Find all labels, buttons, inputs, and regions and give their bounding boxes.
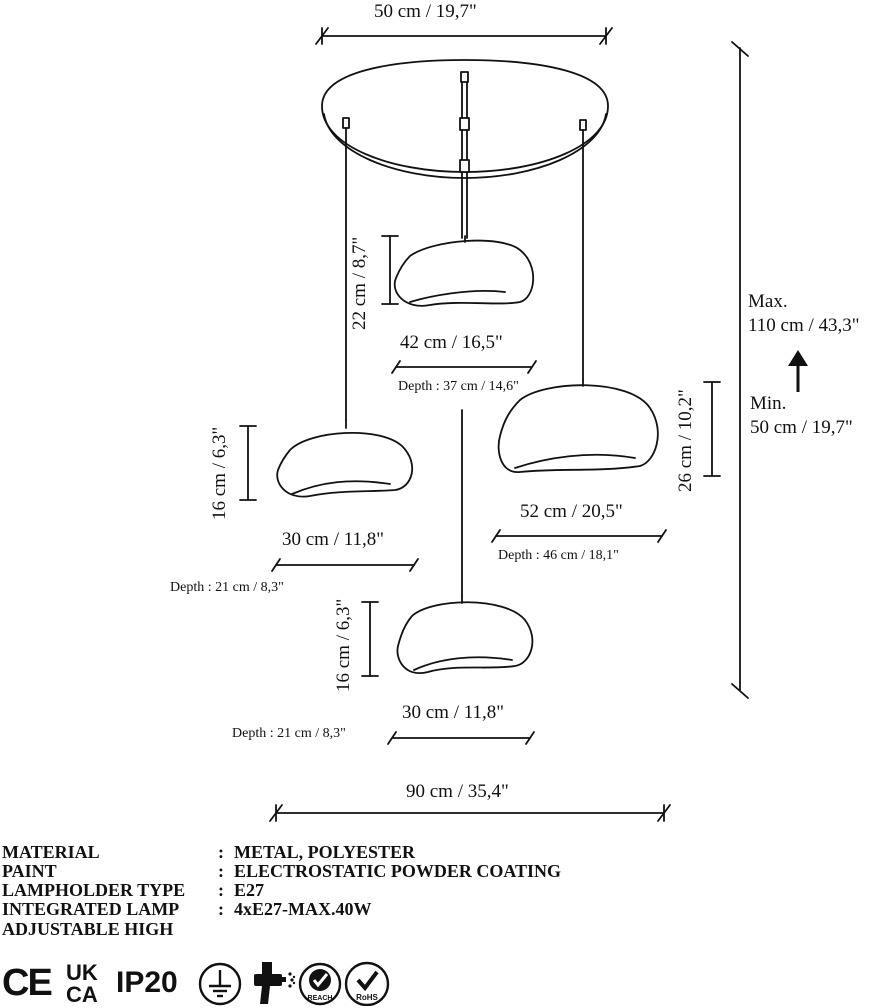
spray-gun-icon [254, 962, 296, 1004]
height-range-dimension-line [731, 41, 749, 699]
ukca-mark-icon: UK CA [66, 960, 98, 1007]
svg-text:RoHS: RoHS [356, 993, 378, 1002]
right-depth-label: Depth : 46 cm / 18,1" [498, 548, 619, 563]
spec-label-lampholder: LAMPHOLDER TYPE [2, 880, 186, 900]
ce-mark-icon: CE [2, 962, 53, 1004]
left-height-dimension-line [239, 425, 257, 501]
spec-separator: : [218, 899, 224, 919]
right-width-label: 52 cm / 20,5" [520, 501, 623, 522]
bottom-height-dimension-line [361, 601, 379, 677]
max-height-value: 110 cm / 43,3" [748, 315, 860, 336]
spec-separator: : [218, 842, 224, 862]
shade-center [393, 235, 535, 307]
spec-label-paint: PAINT [2, 861, 57, 881]
ground-symbol-icon [198, 962, 242, 1006]
canopy-width-dimension-line [315, 27, 613, 45]
bottom-width-label: 30 cm / 11,8" [402, 702, 505, 723]
left-height-label: 16 cm / 6,3" [209, 426, 230, 520]
min-height-value: 50 cm / 19,7" [750, 417, 853, 438]
max-height-label: Max. [748, 291, 788, 312]
bottom-height-label: 16 cm / 6,3" [333, 598, 354, 692]
ceiling-canopy [321, 59, 609, 179]
center-height-dimension-line [381, 235, 399, 305]
right-height-label: 26 cm / 10,2" [675, 389, 696, 492]
spec-label-adjustable-high: ADJUSTABLE HIGH [2, 919, 174, 939]
spec-separator: : [218, 861, 224, 881]
ip20-icon: IP20 [116, 966, 178, 999]
center-width-dimension-line [391, 360, 537, 374]
bottom-width-dimension-line [387, 731, 535, 745]
overall-width-label: 90 cm / 35,4" [406, 781, 509, 802]
canopy-width-label: 50 cm / 19,7" [374, 1, 477, 22]
rohs-check-icon: RoHS [344, 961, 390, 1006]
center-height-label: 22 cm / 8,7" [349, 236, 370, 330]
left-depth-label: Depth : 21 cm / 8,3" [170, 580, 284, 595]
left-width-label: 30 cm / 11,8" [282, 529, 385, 550]
spec-value-integrated-lamp: 4xE27-MAX.40W [234, 899, 372, 919]
shade-right [497, 379, 659, 473]
left-width-dimension-line [271, 558, 419, 572]
spec-value-paint: ELECTROSTATIC POWDER COATING [234, 861, 562, 881]
spec-label-material: MATERIAL [2, 842, 100, 862]
lamp-dimension-drawing [239, 27, 808, 822]
up-arrow-icon [788, 350, 808, 392]
spec-value-material: METAL, POLYESTER [234, 842, 416, 862]
shade-left [276, 419, 413, 498]
spec-separator: : [218, 880, 224, 900]
shade-bottom [396, 595, 534, 674]
center-depth-label: Depth : 37 cm / 14,6" [398, 379, 519, 394]
center-width-label: 42 cm / 16,5" [400, 332, 503, 353]
svg-text:REACH: REACH [308, 995, 333, 1002]
min-height-label: Min. [750, 393, 787, 414]
suspension-cords [342, 71, 587, 597]
overall-width-dimension-line [269, 804, 671, 822]
right-height-dimension-line [703, 381, 721, 477]
right-width-dimension-line [491, 529, 667, 543]
reach-check-icon: REACH [298, 962, 342, 1006]
spec-value-lampholder: E27 [234, 880, 265, 900]
spec-label-integrated-lamp: INTEGRATED LAMP [2, 899, 180, 919]
bottom-depth-label: Depth : 21 cm / 8,3" [232, 726, 346, 741]
